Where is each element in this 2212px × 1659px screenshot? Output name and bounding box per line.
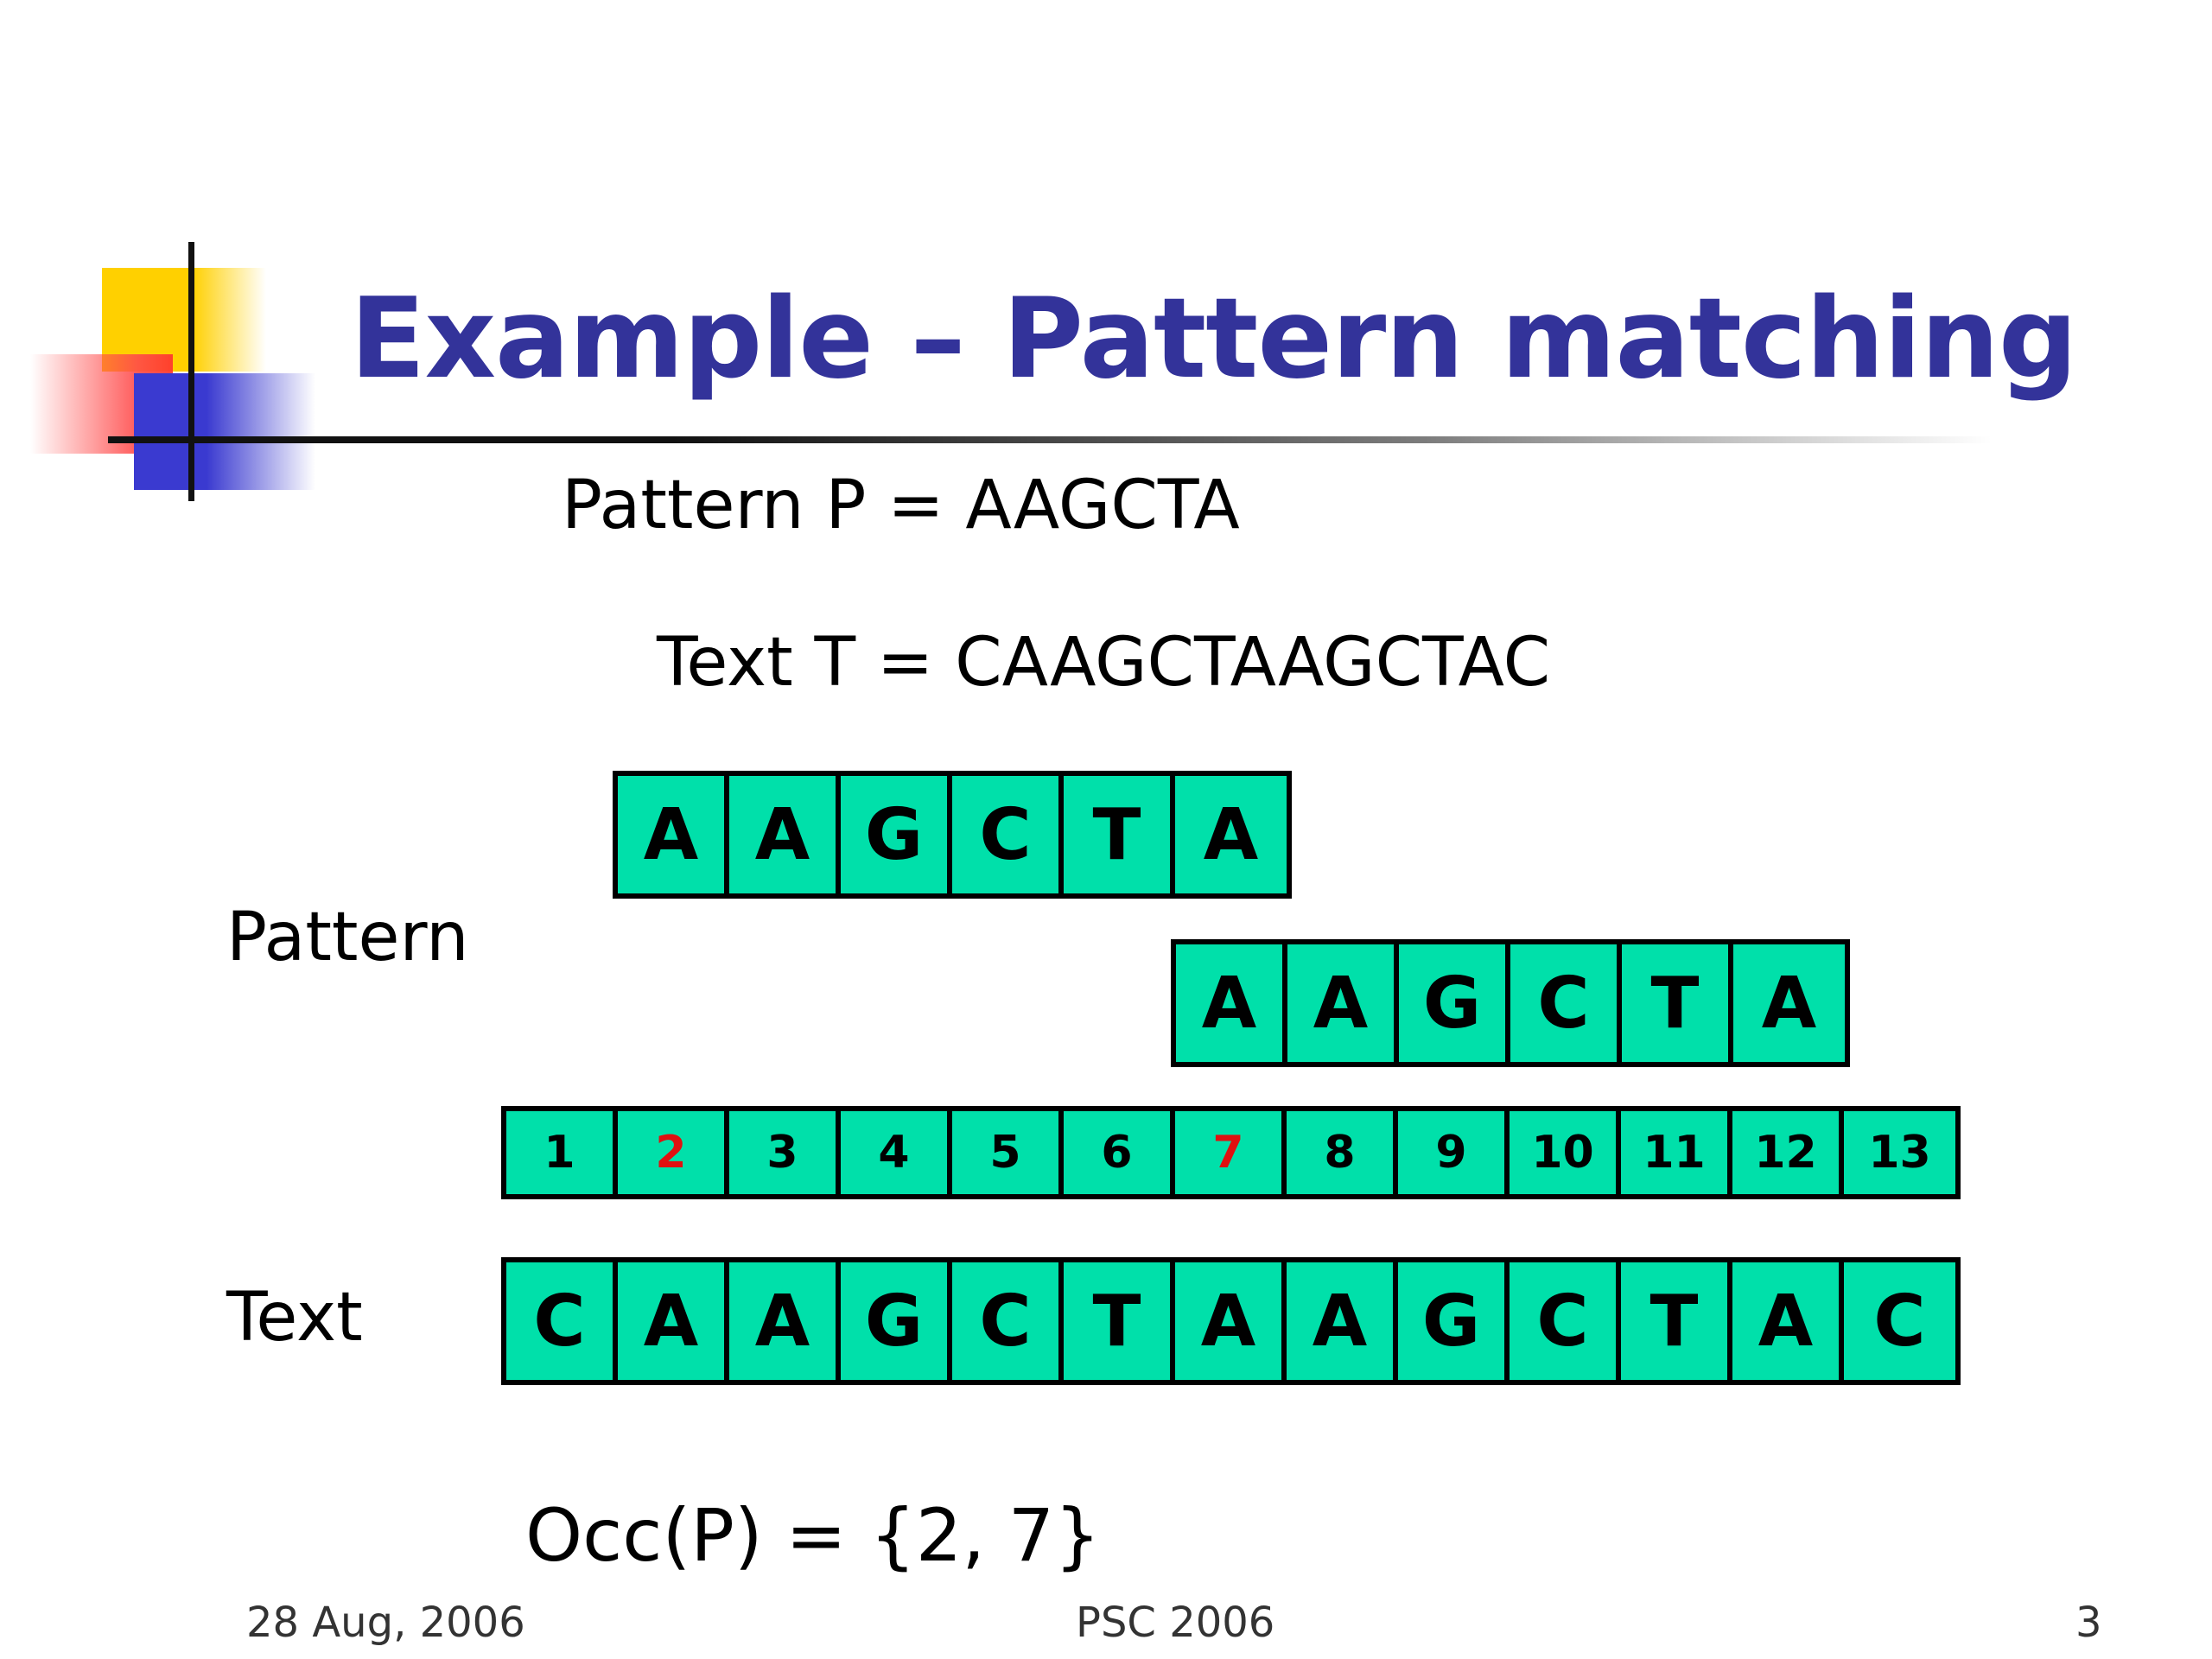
pattern-cell: A — [1287, 944, 1399, 1062]
text-cell: A — [729, 1262, 841, 1380]
pattern-cell: T — [1064, 776, 1175, 893]
position-cell: 12 — [1732, 1111, 1844, 1194]
pattern-cell: G — [1399, 944, 1510, 1062]
position-cell: 7 — [1175, 1111, 1287, 1194]
text-cell: G — [841, 1262, 952, 1380]
pattern-definition: Pattern P = AAGCTA — [562, 467, 1240, 544]
text-cell: A — [1287, 1262, 1398, 1380]
footer-page-number: 3 — [2075, 1599, 2102, 1647]
text-cell: C — [506, 1262, 618, 1380]
position-cell: 3 — [729, 1111, 841, 1194]
pattern-cell: T — [1622, 944, 1733, 1062]
position-cell: 1 — [506, 1111, 618, 1194]
text-cell: A — [1732, 1262, 1844, 1380]
pattern-cell: C — [1510, 944, 1622, 1062]
position-cell: 13 — [1868, 1127, 1931, 1179]
position-cell: 2 — [618, 1111, 729, 1194]
text-cell: T — [1064, 1262, 1175, 1380]
text-cell: A — [618, 1262, 729, 1380]
text-label: Text — [226, 1279, 363, 1357]
position-cell: 4 — [841, 1111, 952, 1194]
position-cell: 10 — [1510, 1111, 1621, 1194]
text-cell: C — [1510, 1262, 1621, 1380]
pattern-cell: G — [841, 776, 952, 893]
occurrence-result: Occ(P) = {2, 7} — [525, 1493, 1101, 1578]
text-cell: C — [952, 1262, 1064, 1380]
text-cell: T — [1621, 1262, 1732, 1380]
title-underline — [108, 436, 1992, 443]
text-cell: C — [1873, 1280, 1926, 1363]
pattern-cell: A — [1176, 944, 1287, 1062]
pattern-cell: A — [618, 776, 729, 893]
logo-vertical-line — [188, 242, 194, 501]
footer-conference: PSC 2006 — [1076, 1599, 1275, 1647]
pattern-cell: A — [1203, 793, 1259, 876]
position-cell: 6 — [1064, 1111, 1175, 1194]
position-cell: 5 — [952, 1111, 1064, 1194]
position-cell: 9 — [1398, 1111, 1510, 1194]
text-cell: G — [1398, 1262, 1510, 1380]
text-cell: A — [1175, 1262, 1287, 1380]
logo-blue-square — [134, 373, 315, 490]
slide-title: Example – Pattern matching — [350, 275, 2077, 404]
pattern-cell: A — [729, 776, 841, 893]
position-cell: 8 — [1287, 1111, 1398, 1194]
pattern-cell: A — [1761, 962, 1817, 1045]
footer-date: 28 Aug, 2006 — [246, 1599, 525, 1647]
position-cell: 11 — [1621, 1111, 1732, 1194]
text-definition: Text T = CAAGCTAAGCTAC — [657, 624, 1551, 702]
pattern-cell: C — [952, 776, 1064, 893]
pattern-label: Pattern — [226, 899, 469, 976]
